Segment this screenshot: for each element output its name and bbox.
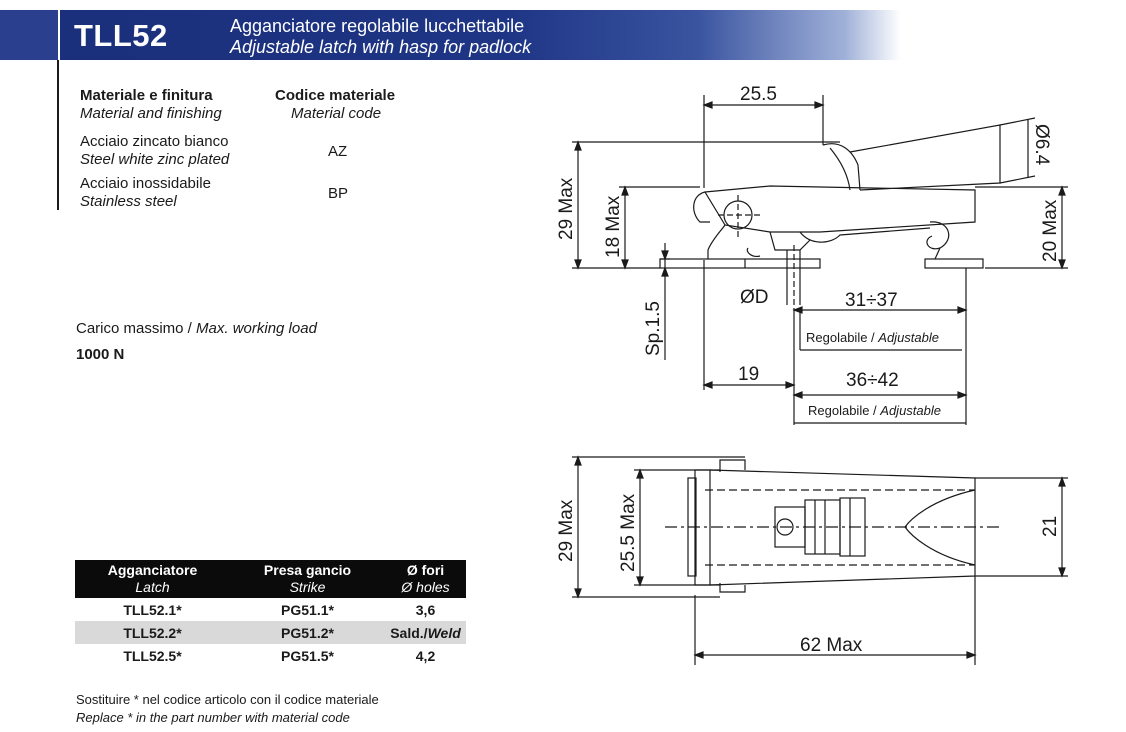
footnote-en: Replace * in the part number with materi…: [76, 710, 350, 725]
table-row: TLL52.5* PG51.5* 4,2: [75, 644, 466, 667]
adjustable-label: Regolabile / Adjustable: [808, 403, 941, 418]
dim-label: 18 Max: [603, 195, 624, 258]
product-code: TLL52: [74, 18, 168, 53]
dim-label: 20 Max: [1040, 199, 1061, 262]
material-name-en: Steel white zinc plated: [80, 151, 230, 168]
dim-label: 21: [1040, 516, 1061, 537]
technical-drawing: 25.5 Ø6.4 29 Max 18 Max 20 Max Sp.1.5 ØD…: [556, 84, 1068, 665]
adjustable-label: Regolabile / Adjustable: [806, 330, 939, 345]
materials-header-it: Materiale e finitura: [80, 87, 213, 104]
table-row: TLL52.2* PG51.2* Sald./Weld: [75, 621, 466, 644]
product-title-it: Agganciatore regolabile lucchettabile: [230, 16, 525, 36]
holes-cell: 4,2: [415, 647, 436, 664]
material-name-it: Acciaio inossidabile: [80, 175, 211, 192]
code-header-it: Codice materiale: [275, 87, 396, 104]
max-load-label-it: Carico massimo /: [76, 320, 197, 337]
material-name-en: Stainless steel: [80, 193, 177, 210]
code-header-en: Material code: [291, 105, 382, 122]
product-title-en: Adjustable latch with hasp for padlock: [230, 37, 532, 57]
dim-label: 29 Max: [556, 177, 577, 240]
max-load-value: 1000 N: [76, 346, 125, 363]
dim-label: 25.5 Max: [618, 493, 639, 572]
material-code: AZ: [328, 143, 348, 160]
dim-label: Sp.1.5: [643, 301, 664, 356]
table-row: TLL52.1* PG51.1* 3,6: [75, 598, 466, 621]
latch-cell: TLL52.1*: [123, 601, 182, 618]
latch-cell: TLL52.5*: [123, 647, 182, 664]
footnote-it: Sostituire * nel codice articolo con il …: [76, 692, 379, 707]
left-rule: [57, 60, 59, 210]
dim-label: ØD: [740, 287, 769, 308]
holes-cell: 3,6: [415, 601, 436, 618]
dim-label: 36÷42: [846, 370, 899, 391]
dim-label: 31÷37: [845, 290, 898, 311]
holes-cell: Sald./Weld: [385, 621, 466, 644]
material-name-it: Acciaio zincato bianco: [80, 133, 229, 150]
banner-separator: [58, 10, 60, 60]
strike-cell: PG51.1*: [281, 601, 334, 618]
dim-label: Ø6.4: [1031, 124, 1052, 166]
dim-label: 62 Max: [800, 635, 863, 656]
material-code: BP: [328, 185, 349, 202]
latch-cell: TLL52.2*: [75, 621, 230, 644]
strike-cell: PG51.2*: [230, 621, 385, 644]
dim-label: 19: [738, 364, 759, 385]
dim-label: 25.5: [740, 84, 777, 105]
max-load-label-en: Max. working load: [196, 320, 317, 337]
materials-header-en: Material and finishing: [80, 105, 222, 122]
title-banner: TLL52 Agganciatore regolabile lucchettab…: [0, 10, 1126, 60]
dim-label: 29 Max: [556, 499, 577, 562]
strike-cell: PG51.5*: [281, 647, 334, 664]
banner-tab: [0, 10, 58, 60]
max-load-label: Carico massimo / Max. working load: [76, 320, 317, 338]
